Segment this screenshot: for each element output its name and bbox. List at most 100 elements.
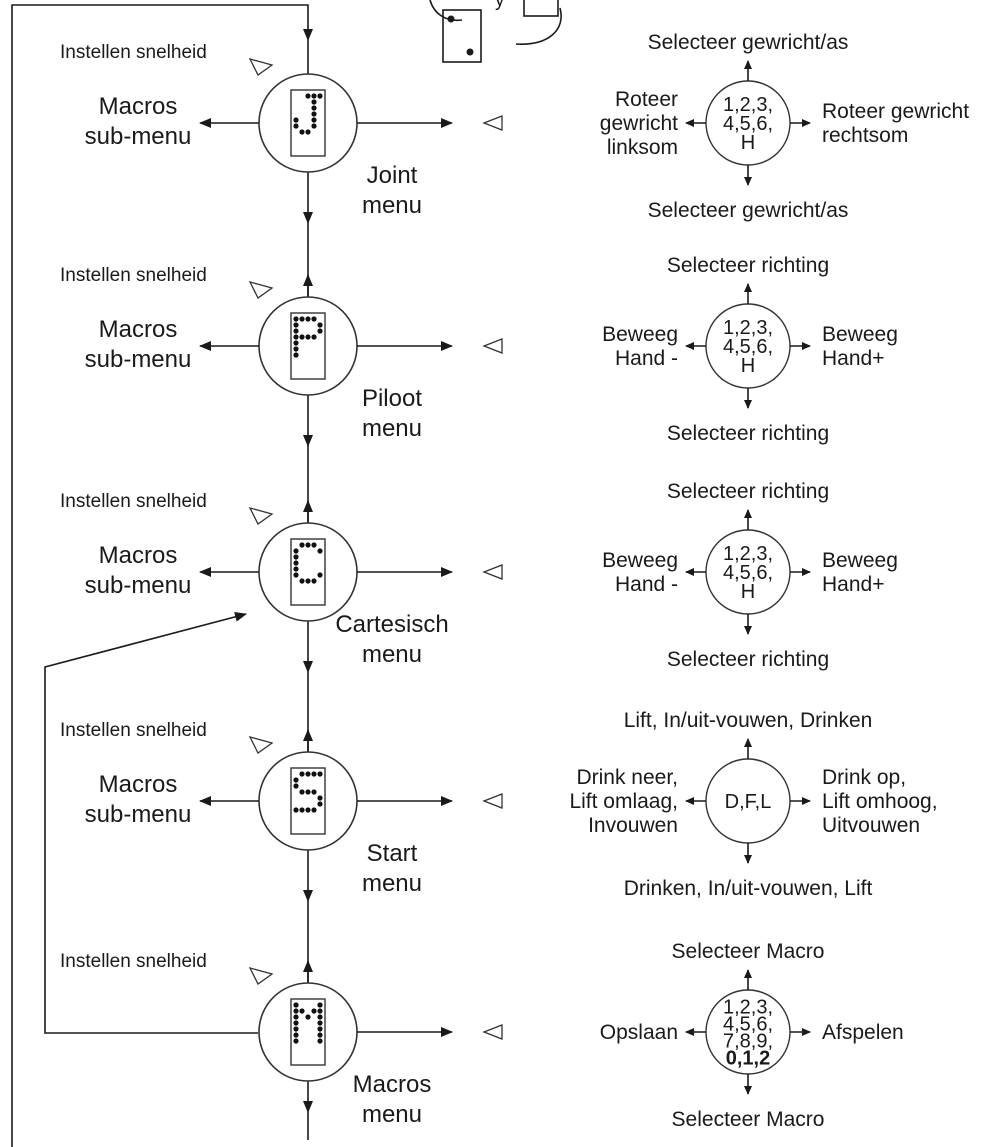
display-dot bbox=[299, 1008, 305, 1014]
pad-left-label-line: Hand - bbox=[615, 347, 678, 370]
display-dot bbox=[293, 1026, 299, 1032]
pad-left-label-line: Beweeg bbox=[602, 323, 678, 346]
pad-bottom-label: Drinken, In/uit-vouwen, Lift bbox=[624, 877, 873, 900]
display-dot bbox=[311, 578, 317, 584]
display-dot bbox=[317, 322, 323, 328]
menu-name-label-line: menu bbox=[362, 641, 422, 668]
connector-lines bbox=[11, 4, 313, 1147]
display-dot bbox=[317, 1038, 323, 1044]
pad-left-label-line: Beweeg bbox=[602, 549, 678, 572]
pad-top-label: Selecteer richting bbox=[667, 480, 829, 503]
display-dot bbox=[293, 316, 299, 322]
pad-left-label-line: Lift omlaag, bbox=[569, 790, 678, 813]
menu-name-label-line: Start bbox=[367, 840, 418, 867]
display-dot bbox=[293, 346, 299, 352]
menu-name-label-line: menu bbox=[362, 1101, 422, 1128]
pad-bottom-label-line: Selecteer richting bbox=[667, 648, 829, 671]
submenu-label-line: sub-menu bbox=[85, 123, 192, 150]
display-dot bbox=[317, 1020, 323, 1026]
display-dot bbox=[317, 328, 323, 334]
submenu-label-line: Macros bbox=[99, 771, 178, 798]
submenu-label-line: Macros bbox=[99, 93, 178, 120]
speed-label: Instellen snelheid bbox=[60, 951, 207, 972]
pad-center-line: 1,2,3, bbox=[723, 317, 773, 339]
pad-center-line: H bbox=[741, 581, 755, 603]
display-dot bbox=[293, 566, 299, 572]
pad-right-label-line: Hand+ bbox=[822, 573, 884, 596]
pad-top-label: Selecteer Macro bbox=[672, 940, 825, 963]
pad-center-line: 4,5,6, bbox=[723, 1014, 773, 1036]
submenu-label-line: sub-menu bbox=[85, 572, 192, 599]
display-dot bbox=[305, 93, 311, 99]
display-dot bbox=[293, 554, 299, 560]
pad-pointer-icon bbox=[482, 115, 503, 131]
display-dot bbox=[293, 777, 299, 783]
device-sketch-arc bbox=[429, 0, 463, 22]
display-dot bbox=[293, 352, 299, 358]
submenu-label: Macros sub-menu bbox=[85, 771, 192, 828]
pad-pointer-icon bbox=[482, 1024, 503, 1040]
menu-name-label-line: menu bbox=[362, 192, 422, 219]
display-dot bbox=[293, 548, 299, 554]
pad-top-label: Selecteer richting bbox=[667, 254, 829, 277]
pad-bottom-label: Selecteer richting bbox=[667, 648, 829, 671]
pad-center-line: 1,2,3, bbox=[723, 543, 773, 565]
pad-center-line: 7,8,9, bbox=[723, 1031, 773, 1053]
menu-name-label-line: Cartesisch bbox=[335, 611, 448, 638]
speed-label: Instellen snelheid bbox=[60, 720, 207, 741]
display-dot bbox=[293, 1008, 299, 1014]
display-dot bbox=[305, 1014, 311, 1020]
display-dot bbox=[317, 93, 323, 99]
device-sketch-box-right bbox=[523, 0, 559, 17]
speed-pointer-icon bbox=[248, 735, 274, 754]
display-dot bbox=[299, 334, 305, 340]
device-sketch-box-left bbox=[442, 9, 482, 63]
pad-center-line: 4,5,6, bbox=[723, 113, 773, 135]
display-dot bbox=[311, 99, 317, 105]
display-dot bbox=[311, 105, 317, 111]
speed-label: Instellen snelheid bbox=[60, 42, 207, 63]
pad-bottom-label: Selecteer gewricht/as bbox=[648, 199, 849, 222]
macros-to-cartesisch-line bbox=[44, 611, 258, 1034]
submenu-label-line: sub-menu bbox=[85, 346, 192, 373]
pad-center-line: H bbox=[741, 355, 755, 377]
pad-center-line: 4,5,6, bbox=[723, 336, 773, 358]
pad-right-label-line: Drink op, bbox=[822, 766, 906, 789]
display-dot bbox=[305, 542, 311, 548]
display-dot bbox=[293, 1002, 299, 1008]
display-dot bbox=[299, 129, 305, 135]
display-dot bbox=[293, 807, 299, 813]
display-dot bbox=[299, 807, 305, 813]
pad-left-label-line: linksom bbox=[607, 136, 678, 159]
display-dot bbox=[305, 334, 311, 340]
pad-bottom-label: Selecteer Macro bbox=[672, 1108, 825, 1131]
display-dot bbox=[293, 1020, 299, 1026]
display-dot bbox=[305, 789, 311, 795]
pad-center-line: 4,5,6, bbox=[723, 562, 773, 584]
display-dot bbox=[311, 807, 317, 813]
pad-center-label: 1,2,3,4,5,6,H bbox=[723, 94, 773, 154]
pad-center-label: 1,2,3,4,5,6,H bbox=[723, 543, 773, 603]
pad-center-line: D,F,L bbox=[725, 791, 772, 813]
pad-top-label: Selecteer gewricht/as bbox=[648, 31, 849, 54]
pad-right-label-line: Beweeg bbox=[822, 323, 898, 346]
submenu-label-line: sub-menu bbox=[85, 801, 192, 828]
pad-top-label-line: Selecteer richting bbox=[667, 254, 829, 277]
pad-right-label: Drink op,Lift omhoog,Uitvouwen bbox=[822, 766, 938, 837]
display-dot bbox=[311, 316, 317, 322]
pad-left-label-line: Drink neer, bbox=[576, 766, 678, 789]
